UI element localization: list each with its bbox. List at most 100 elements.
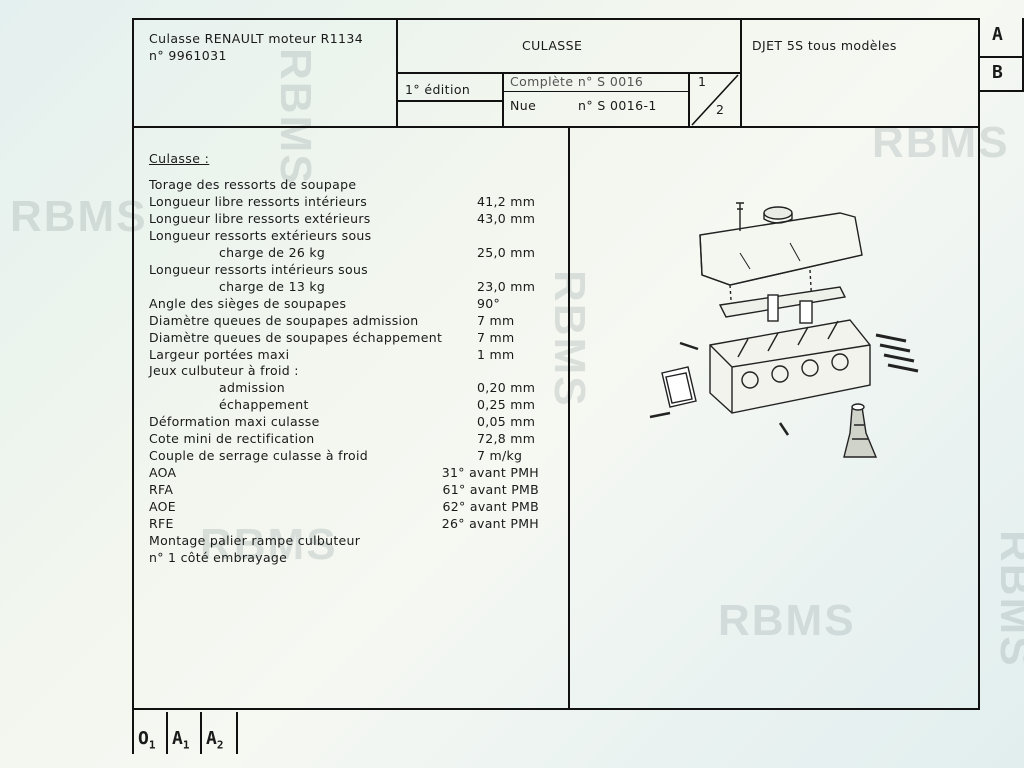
header-divider bbox=[132, 126, 980, 128]
footer-tab-line bbox=[236, 712, 238, 754]
spec-label: Angle des sièges de soupapes bbox=[149, 295, 347, 311]
part-number: n° 9961031 bbox=[149, 48, 227, 63]
footer-tab-a1[interactable]: A1 bbox=[172, 728, 189, 752]
spec-label: AOE bbox=[149, 499, 176, 515]
spec-value: 90° bbox=[477, 295, 501, 311]
spec-row: Longueur ressorts extérieurs sous bbox=[149, 228, 569, 245]
index-row-line bbox=[978, 56, 1024, 58]
complete-ref: Complète n° S 0016 bbox=[510, 74, 644, 89]
header-row-line bbox=[396, 100, 502, 102]
spec-row: Jeux culbuteur à froid : bbox=[149, 363, 569, 380]
body-column-divider bbox=[568, 128, 570, 708]
spec-row: échappement 0,25 mm bbox=[149, 397, 569, 414]
watermark: RBMS bbox=[10, 192, 148, 241]
spec-row: Longueur ressorts intérieurs sous bbox=[149, 262, 569, 279]
section-heading: Culasse : bbox=[149, 151, 210, 166]
watermark: RBMS bbox=[718, 596, 856, 645]
spec-value: 72,8 mm bbox=[477, 431, 536, 447]
spec-value: 0,05 mm bbox=[477, 414, 536, 430]
spec-label: Cote mini de rectification bbox=[149, 431, 315, 447]
spec-value: 23,0 mm bbox=[477, 278, 536, 294]
spec-label: Diamètre queues de soupapes admission bbox=[149, 312, 419, 328]
nue-label: Nue bbox=[510, 98, 537, 113]
spec-row: admission 0,20 mm bbox=[149, 380, 569, 397]
footer-tab-sub: 2 bbox=[216, 738, 224, 752]
spec-label: Longueur ressorts extérieurs sous bbox=[149, 227, 372, 243]
spec-row: n° 1 côté embrayage bbox=[149, 550, 569, 567]
spec-value: 61° avant PMB bbox=[442, 482, 539, 498]
nue-ref: n° S 0016-1 bbox=[578, 98, 657, 113]
footer-tab-line bbox=[132, 710, 134, 754]
spec-row: Longueur libre ressorts extérieurs 43,0 m… bbox=[149, 211, 569, 228]
spec-row: RFA 61° avant PMB bbox=[149, 482, 569, 499]
spec-label: RFA bbox=[149, 482, 174, 498]
header-col-line bbox=[688, 72, 690, 128]
index-letter-a: A bbox=[992, 24, 1003, 45]
spec-value: 25,0 mm bbox=[477, 244, 536, 260]
spec-row: Longueur libre ressorts intérieurs 41,2 m… bbox=[149, 194, 569, 211]
spec-label: Déformation maxi culasse bbox=[149, 414, 320, 430]
watermark: RBMS bbox=[991, 530, 1024, 668]
index-column-line bbox=[1022, 18, 1024, 92]
spec-row: Largeur portées maxi 1 mm bbox=[149, 347, 569, 364]
spec-value: 7 m/kg bbox=[477, 448, 523, 464]
section-title: CULASSE bbox=[522, 38, 583, 53]
spec-label: n° 1 côté embrayage bbox=[149, 549, 288, 565]
spec-label: AOA bbox=[149, 465, 177, 481]
index-letter-b: B bbox=[992, 62, 1003, 83]
spec-row: AOA 31° avant PMH bbox=[149, 465, 569, 482]
spec-label: Torage des ressorts de soupape bbox=[149, 177, 357, 192]
spec-label: Couple de serrage culasse à froid bbox=[149, 448, 368, 464]
footer-tab-sub: 1 bbox=[148, 738, 156, 752]
vehicle-label: DJET 5S tous modèles bbox=[752, 38, 897, 53]
index-row-line bbox=[978, 90, 1024, 92]
spec-row: Diamètre queues de soupapes échappement 7… bbox=[149, 330, 569, 347]
spec-value: 7 mm bbox=[477, 329, 515, 345]
spec-row: AOE 62° avant PMB bbox=[149, 499, 569, 516]
footer-tab-sub: 1 bbox=[182, 738, 190, 752]
spec-label: Jeux culbuteur à froid : bbox=[149, 363, 299, 379]
spec-label: Montage palier rampe culbuteur bbox=[149, 532, 361, 548]
spec-label: Longueur libre ressorts extérieurs bbox=[149, 210, 371, 226]
spec-row: Diamètre queues de soupapes admission 7 m… bbox=[149, 313, 569, 330]
watermark: RBMS bbox=[200, 520, 338, 569]
spec-value: 0,20 mm bbox=[477, 380, 536, 396]
spec-label: Diamètre queues de soupapes échappement bbox=[149, 329, 443, 345]
spec-row: Angle des sièges de soupapes 90° bbox=[149, 296, 569, 313]
spec-row: Couple de serrage culasse à froid 7 m/kg bbox=[149, 448, 569, 465]
footer-tab-line bbox=[200, 712, 202, 754]
spec-value: 7 mm bbox=[477, 312, 515, 328]
cylinder-head-drawing bbox=[649, 202, 919, 458]
footer-tab-o1[interactable]: O1 bbox=[138, 728, 155, 752]
header-row-line bbox=[502, 91, 690, 92]
spec-label: admission bbox=[219, 380, 286, 396]
spec-label: Longueur libre ressorts intérieurs bbox=[149, 193, 368, 209]
spec-label: Largeur portées maxi bbox=[149, 346, 290, 362]
edition-label: 1° édition bbox=[405, 82, 471, 97]
fraction-numerator: 1 bbox=[698, 74, 707, 89]
spec-row: Montage palier rampe culbuteur bbox=[149, 533, 569, 550]
spec-label: échappement bbox=[219, 397, 309, 413]
footer-tab-letter: O bbox=[138, 728, 149, 749]
header-col-line bbox=[502, 72, 504, 128]
footer-tab-a2[interactable]: A2 bbox=[206, 728, 223, 752]
spec-label: charge de 26 kg bbox=[219, 244, 326, 260]
footer-tab-letter: A bbox=[206, 728, 217, 749]
spec-value: 0,25 mm bbox=[477, 397, 536, 413]
spec-label: RFE bbox=[149, 516, 174, 531]
spec-value: 62° avant PMB bbox=[442, 499, 539, 515]
spec-row: charge de 26 kg 25,0 mm bbox=[149, 245, 569, 262]
spec-value: 41,2 mm bbox=[477, 193, 536, 209]
spec-value: 31° avant PMH bbox=[441, 465, 539, 481]
spec-row: Déformation maxi culasse 0,05 mm bbox=[149, 414, 569, 431]
footer-tab-line bbox=[166, 712, 168, 754]
spec-row: Torage des ressorts de soupape bbox=[149, 177, 569, 194]
fraction-denominator: 2 bbox=[716, 102, 725, 117]
spec-value: 1 mm bbox=[477, 346, 515, 362]
spec-value: 43,0 mm bbox=[477, 210, 536, 226]
fraction-diagonal bbox=[691, 74, 739, 126]
part-title: Culasse RENAULT moteur R1134 bbox=[149, 31, 364, 46]
spec-label: Longueur ressorts intérieurs sous bbox=[149, 261, 368, 277]
